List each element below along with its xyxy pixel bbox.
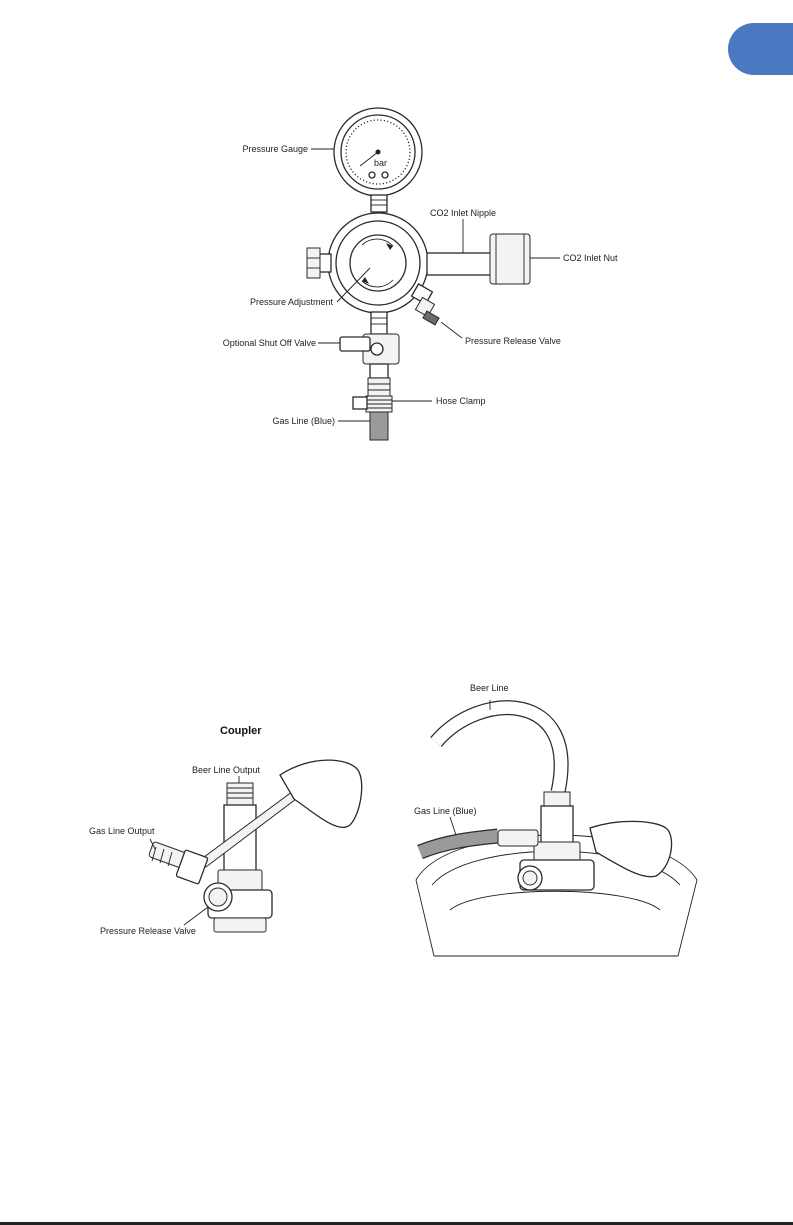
label-coupler-release-valve: Pressure Release Valve xyxy=(100,926,196,936)
hose-clamp xyxy=(353,396,392,412)
gas-hose xyxy=(370,412,388,440)
coupler-release-valve xyxy=(204,883,232,911)
label-keg-gas-line: Gas Line (Blue) xyxy=(414,806,477,816)
regulator-body xyxy=(328,213,428,313)
coupler-title: Coupler xyxy=(220,725,262,737)
label-hose-clamp: Hose Clamp xyxy=(436,396,486,406)
label-pressure-gauge: Pressure Gauge xyxy=(242,144,308,154)
coupler-diagram: Coupler Beer Line Output Gas Line Output… xyxy=(80,715,380,955)
label-co2-inlet-nut: CO2 Inlet Nut xyxy=(563,253,618,263)
label-co2-inlet-nipple: CO2 Inlet Nipple xyxy=(430,208,496,218)
pressure-release-valve xyxy=(412,284,439,325)
gauge-unit: bar xyxy=(374,158,387,168)
keg-diagram: Beer Line Gas Line (Blue) xyxy=(410,680,700,960)
label-gas-line-output: Gas Line Output xyxy=(89,826,155,836)
label-pressure-adjustment: Pressure Adjustment xyxy=(250,297,334,307)
gas-line-output xyxy=(148,841,208,884)
label-optional-shut-off-valve: Optional Shut Off Valve xyxy=(223,338,316,348)
pressure-gauge: bar xyxy=(334,108,422,196)
label-beer-line-output: Beer Line Output xyxy=(192,765,261,775)
label-beer-line: Beer Line xyxy=(470,683,509,693)
label-pressure-release-valve: Pressure Release Valve xyxy=(465,336,561,346)
shut-off-valve xyxy=(340,334,399,364)
regulator-diagram: bar xyxy=(0,0,793,460)
label-gas-line: Gas Line (Blue) xyxy=(272,416,335,426)
